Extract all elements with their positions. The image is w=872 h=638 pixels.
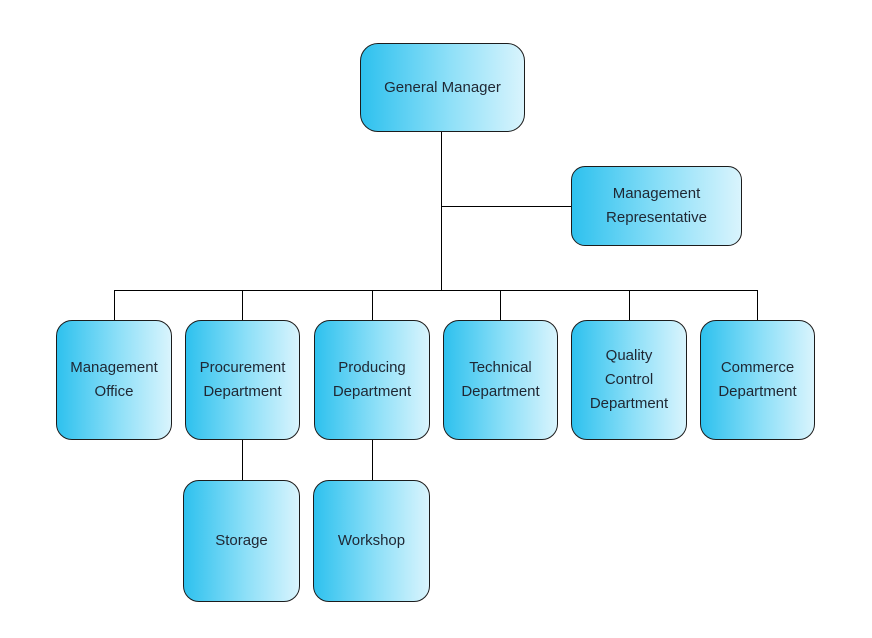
node-label: Producing Department: [332, 359, 412, 400]
connector-drop-storage: [242, 440, 243, 481]
node-label: General Manager: [384, 78, 501, 96]
node-label: Technical Department: [461, 359, 540, 400]
node-label: Procurement Department: [199, 359, 286, 400]
node-label: Commerce Department: [718, 359, 797, 400]
node-commerce-department[interactable]: Commerce Department: [700, 320, 815, 440]
node-quality-control-department[interactable]: Quality Control Department: [571, 320, 687, 440]
node-label: Storage: [215, 532, 268, 549]
connector-trunk-general-manager: [441, 132, 442, 291]
node-workshop[interactable]: Workshop: [313, 480, 430, 602]
connector-drop-workshop: [372, 440, 373, 481]
connector-drop-commerce-department: [757, 290, 758, 321]
connector-branch-management-representative: [441, 206, 572, 207]
node-storage[interactable]: Storage: [183, 480, 300, 602]
connector-drop-procurement-department: [242, 290, 243, 321]
connector-drop-management-office: [114, 290, 115, 321]
node-management-representative[interactable]: Management Representative: [571, 166, 742, 246]
connector-distribution-bus: [114, 290, 758, 291]
node-procurement-department[interactable]: Procurement Department: [185, 320, 300, 440]
node-general-manager[interactable]: General Manager: [360, 43, 525, 132]
node-label: Management Representative: [606, 185, 707, 226]
connector-drop-producing-department: [372, 290, 373, 321]
connector-drop-quality-control-department: [629, 290, 630, 321]
node-label: Management Office: [70, 359, 158, 400]
node-management-office[interactable]: Management Office: [56, 320, 172, 440]
connector-drop-technical-department: [500, 290, 501, 321]
node-technical-department[interactable]: Technical Department: [443, 320, 558, 440]
node-producing-department[interactable]: Producing Department: [314, 320, 430, 440]
node-label: Workshop: [337, 532, 406, 549]
node-label: Quality Control Department: [589, 347, 669, 412]
